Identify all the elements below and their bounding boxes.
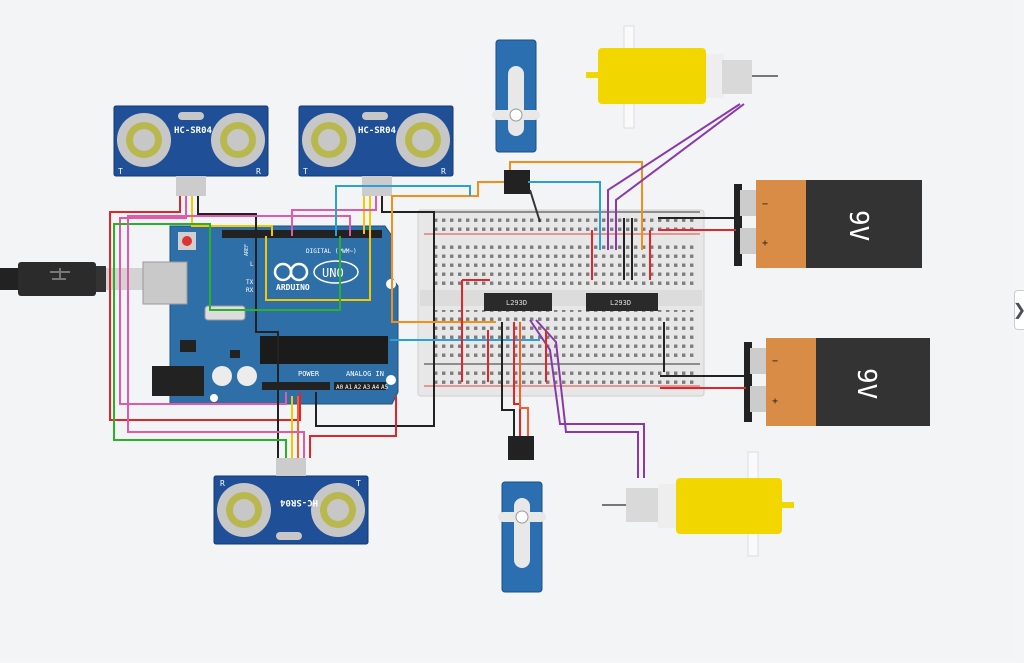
ultrasonic-sensor[interactable]: HC-SR04 T R <box>113 105 269 196</box>
analog-pin-a0: A0 <box>336 384 344 391</box>
tx-label: TX <box>246 279 254 286</box>
side-panel-toggle-icon[interactable]: ❯ <box>1013 290 1024 330</box>
analog-pin-a4: A4 <box>372 384 380 391</box>
sensor-mark-r-3: R <box>220 479 225 488</box>
servo-horn-icon <box>492 108 540 122</box>
analog-pin-a2: A2 <box>354 384 362 391</box>
battery-label-2: 9V <box>851 368 881 399</box>
sensor-label-2: HC-SR04 <box>358 126 397 136</box>
digital-label: DIGITAL (PWM~) <box>306 248 357 255</box>
arduino-model: UNO <box>322 266 344 280</box>
sensor-mark-r-1: R <box>256 167 261 176</box>
analog-pin-a3: A3 <box>363 384 371 391</box>
analog-label: ANALOG IN <box>346 370 384 378</box>
battery-plus-1: + <box>762 238 768 249</box>
power-label: POWER <box>298 370 320 378</box>
ultrasonic-sensor[interactable]: HC-SR04 R T <box>213 458 369 545</box>
dc-motor[interactable] <box>586 25 778 129</box>
wires[interactable] <box>109 103 746 478</box>
chip-label-2: L293D <box>610 299 631 307</box>
motor-driver-chip[interactable]: L293D <box>586 293 658 311</box>
breadboard[interactable] <box>417 209 705 397</box>
sensor-label-3: HC-SR04 <box>279 497 318 507</box>
servo-motor[interactable] <box>498 436 546 593</box>
battery-label-1: 9V <box>843 210 873 241</box>
battery-plus-2: + <box>772 396 778 407</box>
arduino-uno-board[interactable]: UNO ARDUINO DIGITAL (PWM~) POWER ANALOG … <box>142 225 399 405</box>
ultrasonic-sensor[interactable]: HC-SR04 T R <box>298 105 454 196</box>
sensor-mark-t-2: T <box>303 167 308 176</box>
rx-label: RX <box>246 287 254 294</box>
dc-motor[interactable] <box>602 451 794 557</box>
battery-9v[interactable]: − + 9V <box>734 180 922 268</box>
arduino-brand: ARDUINO <box>276 283 310 292</box>
l-label: L <box>250 261 254 268</box>
chip-label-1: L293D <box>506 299 527 307</box>
arduino-logo <box>273 260 359 284</box>
aref-label: AREF <box>244 244 250 256</box>
motor-driver-chip[interactable]: L293D <box>484 293 552 311</box>
battery-minus-1: − <box>762 199 768 210</box>
servo-motor[interactable] <box>492 39 540 194</box>
analog-pin-a5: A5 <box>381 384 389 391</box>
sensor-mark-t-1: T <box>118 167 123 176</box>
analog-pin-a1: A1 <box>345 384 353 391</box>
usb-cable-icon[interactable] <box>0 262 166 296</box>
sensor-mark-r-2: R <box>441 167 446 176</box>
sensor-label-1: HC-SR04 <box>174 126 213 136</box>
servo-horn-icon <box>498 510 546 524</box>
battery-9v[interactable]: − + 9V <box>744 338 930 426</box>
sensor-mark-t-3: T <box>356 479 361 488</box>
battery-minus-2: − <box>772 356 778 367</box>
